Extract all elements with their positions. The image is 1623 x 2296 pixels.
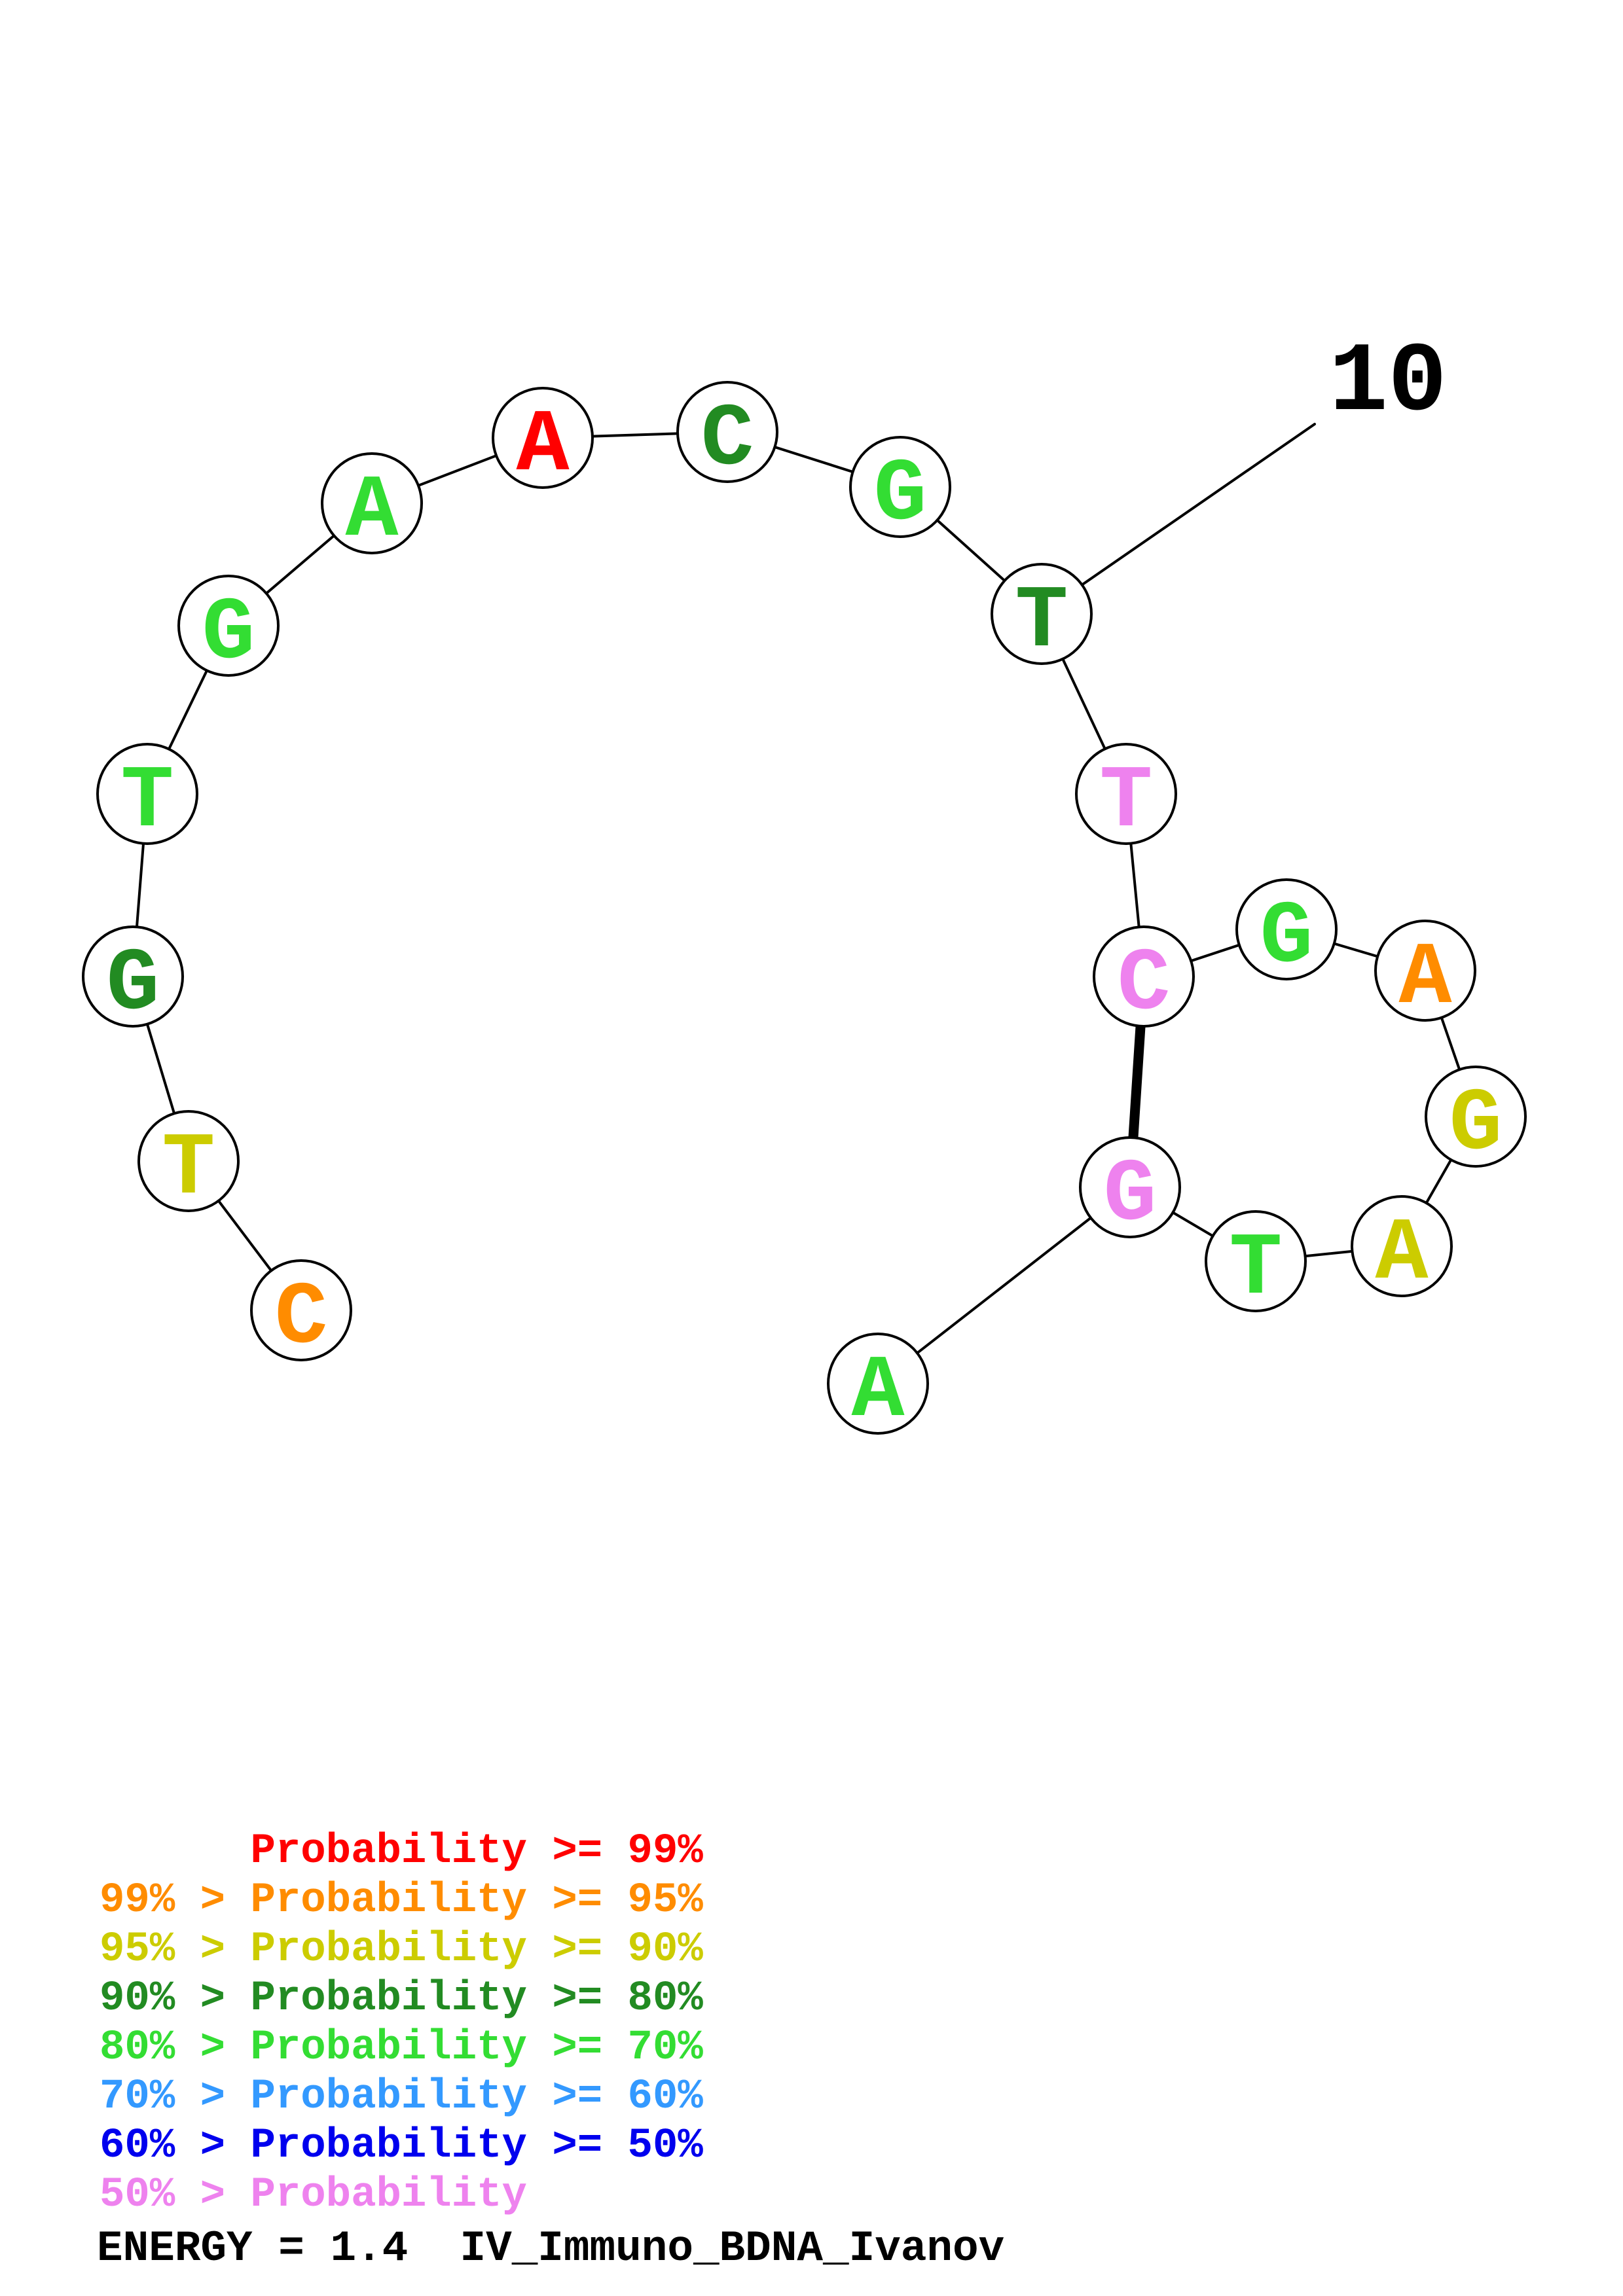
nucleotide-circle [676, 381, 778, 483]
legend-row: 50% > Probability [100, 2172, 527, 2219]
nucleotide-circle [96, 743, 198, 845]
nucleotide-letter: A [851, 1342, 905, 1442]
energy-footer: ENERGY = 1.4 IV_Immuno_BDNA_Ivanov [97, 2224, 1005, 2273]
sequence-position-label: 10 [1329, 328, 1447, 439]
nucleotide-letter: G [106, 935, 159, 1035]
label-pointer-line [1080, 423, 1316, 586]
nucleotide-letter: A [516, 396, 570, 496]
nucleotide-circle [321, 452, 423, 554]
nucleotide-circle [177, 575, 280, 677]
nucleotide-circle [1374, 920, 1476, 1022]
nucleotide-letter: G [202, 584, 255, 684]
nucleotide-circle [991, 563, 1093, 665]
nucleotide-letter: A [1398, 929, 1452, 1029]
nucleotide-letter: T [1015, 572, 1068, 672]
nucleotide-circle [250, 1259, 352, 1361]
legend-row: 99% > Probability >= 95% [100, 1877, 703, 1924]
legend-row: 90% > Probability >= 80% [100, 1975, 703, 2022]
legend-row: 60% > Probability >= 50% [100, 2123, 703, 2170]
nucleotide-circle [1351, 1195, 1453, 1297]
nucleotide-letter: G [873, 445, 926, 545]
nucleotide-circle [1205, 1210, 1307, 1312]
nucleotide-circle [849, 436, 951, 538]
nucleotide-letter: C [701, 390, 754, 490]
nucleotide-circle [827, 1333, 929, 1435]
nucleotide-circle [1093, 925, 1195, 1028]
backbone-bond [877, 1186, 1131, 1385]
nucleotide-letter: T [1229, 1219, 1282, 1319]
nucleotide-circle [1425, 1066, 1527, 1168]
nucleotide-letter: G [1103, 1145, 1156, 1246]
nucleotide-circle [137, 1110, 240, 1212]
nucleotide-letter: T [1099, 752, 1152, 852]
legend-row: Probability >= 99% [100, 1828, 703, 1875]
nucleotide-circle [492, 387, 594, 489]
nucleotide-letter: G [1449, 1075, 1502, 1175]
legend-row: 70% > Probability >= 60% [100, 2073, 703, 2121]
nucleotide-circle [1235, 878, 1338, 980]
probability-legend: Probability >= 99% 99% > Probability >= … [100, 1827, 703, 2220]
nucleotide-circle [82, 925, 184, 1028]
legend-row: 80% > Probability >= 70% [100, 2024, 703, 2072]
legend-row: 95% > Probability >= 90% [100, 1926, 703, 1973]
nucleotide-circle [1079, 1136, 1181, 1238]
nucleotide-circle [1075, 743, 1177, 845]
nucleotide-letter: A [345, 461, 399, 562]
nucleotide-letter: G [1260, 888, 1313, 988]
nucleotide-letter: T [120, 752, 173, 852]
nucleotide-letter: A [1375, 1204, 1429, 1304]
nucleotide-letter: C [1117, 935, 1170, 1035]
nucleotide-letter: T [162, 1119, 215, 1219]
nucleotide-letter: C [274, 1268, 327, 1369]
